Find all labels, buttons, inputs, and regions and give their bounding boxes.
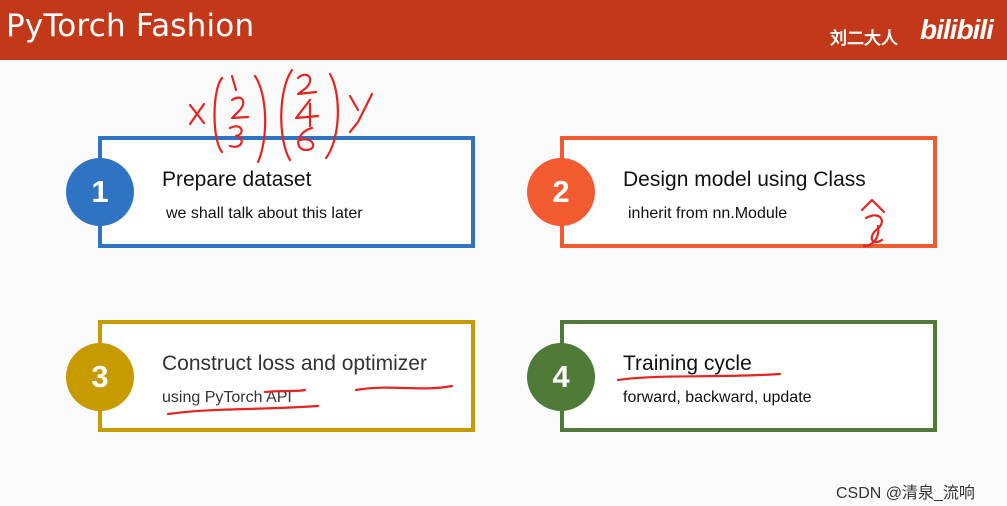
- step-card-3: Construct loss and optimizer using PyTor…: [98, 320, 475, 432]
- slide-title: PyTorch Fashion: [6, 8, 255, 44]
- step-heading: Training cycle: [623, 352, 752, 375]
- step-heading: Prepare dataset: [162, 168, 312, 191]
- author-label: 刘二大人: [830, 29, 898, 48]
- step-number-badge: 1: [66, 158, 134, 226]
- bilibili-logo: bilibili: [920, 14, 994, 45]
- title-bar: PyTorch Fashion 刘二大人 bilibili: [0, 0, 1007, 60]
- step-number-badge: 4: [527, 343, 595, 411]
- step-subtext: using PyTorch API: [162, 389, 292, 406]
- step-card-2: Design model using Class inherit from nn…: [560, 136, 937, 248]
- step-subtext: we shall talk about this later: [166, 205, 363, 222]
- step-number-badge: 2: [527, 158, 595, 226]
- step-heading: Design model using Class: [623, 168, 866, 191]
- step-number-badge: 3: [66, 343, 134, 411]
- csdn-watermark: CSDN @清泉_流响: [836, 485, 975, 502]
- step-subtext: inherit from nn.Module: [628, 205, 788, 222]
- step-subtext: forward, backward, update: [623, 389, 812, 406]
- step-heading: Construct loss and optimizer: [162, 352, 427, 375]
